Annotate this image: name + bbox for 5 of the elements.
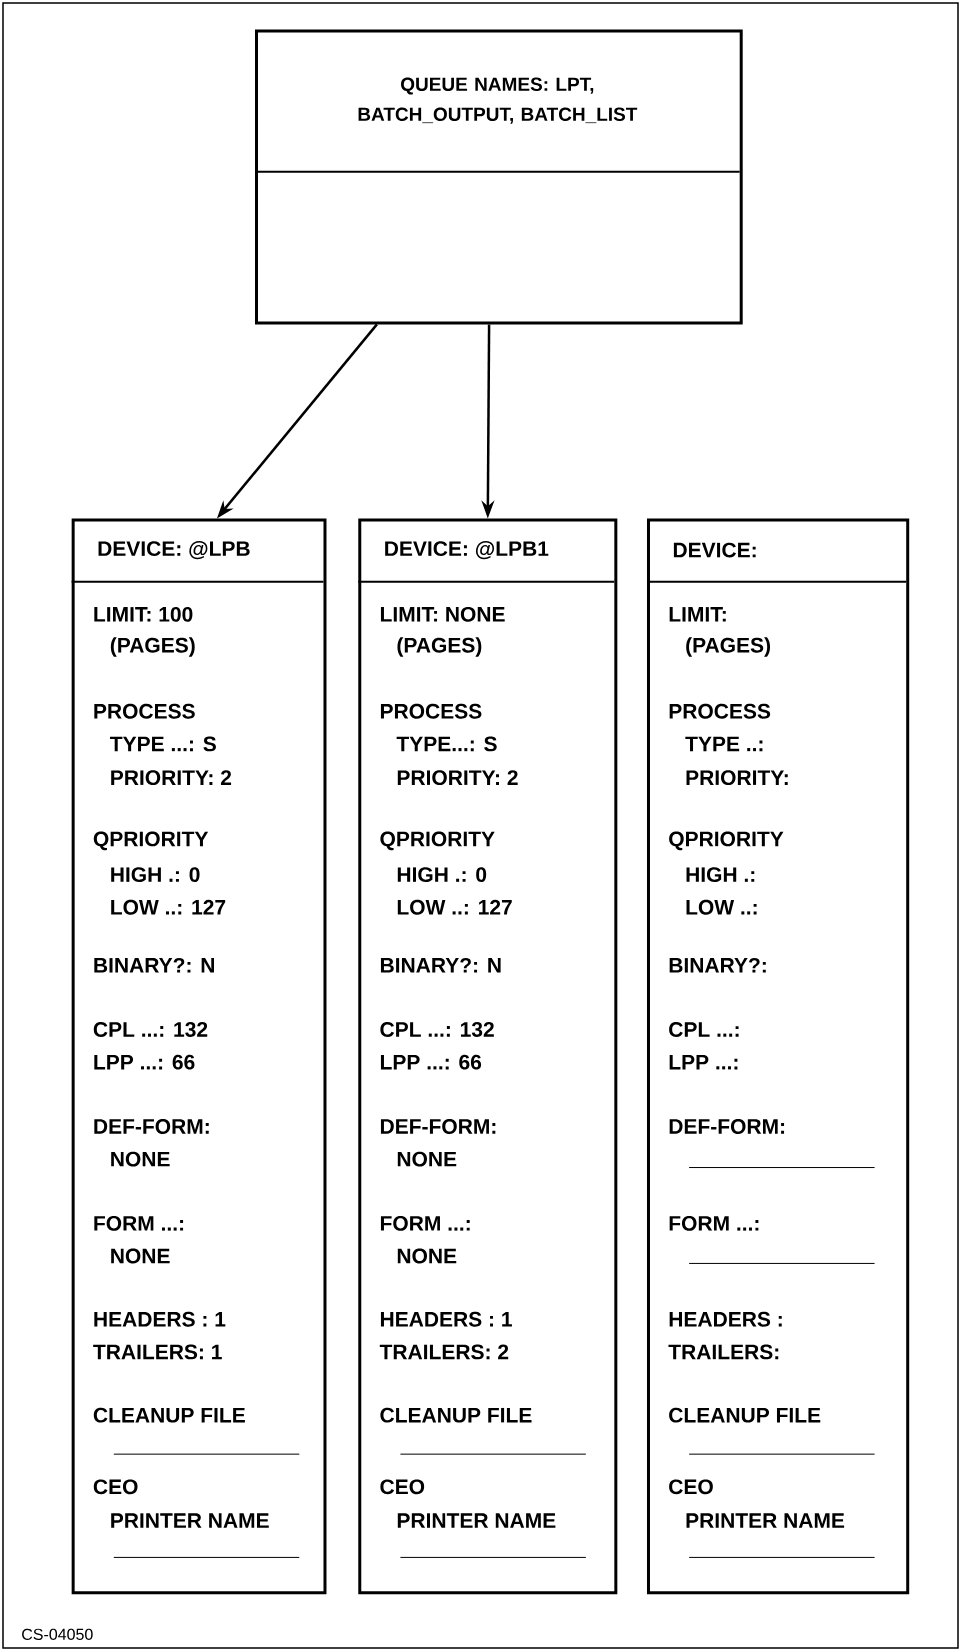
device-box: DEVICE: LIMIT: (PAGES) PROCESS TYPE ..: PRIORITY: QPRIORITY HIGH .: LOW ..: BINARY?: CPL ...: LPP ...: DEF-FORM: FORM ...: HEADERS : TRAILERS: CLEANUP FILE CEO PRINTER NAME [646,518,910,1595]
device-box: DEVICE: @LPB LIMIT: 100 (PAGES) PROCESS TYPE ...: S PRIORITY: 2 QPRIORITY HIGH .: 0 LOW ..: 127 BINARY?: N CPL ...: 132 LPP ...: 66 DEF-FORM: NONE FORM ...: NONE HEADERS : 1 TRAILERS: 1 CLEANUP FILE CEO PRINTER NAME [70,518,327,1595]
queue-box: QUEUE NAMES: LPT, BATCH_OUTPUT, BATCH_LIST [254,29,743,325]
figure-number: CS-04050 [22,1628,93,1640]
device-box: DEVICE: @LPB1 LIMIT: NONE (PAGES) PROCESS TYPE...: S PRIORITY: 2 QPRIORITY HIGH .: 0 LOW ..: 127 BINARY?: N CPL ...: 132 LPP ...: 66 DEF-FORM: NONE FORM ...: NONE HEADERS : 1 TRAILERS: 2 CLEANUP FILE CEO PRINTER NAME [357,518,618,1595]
